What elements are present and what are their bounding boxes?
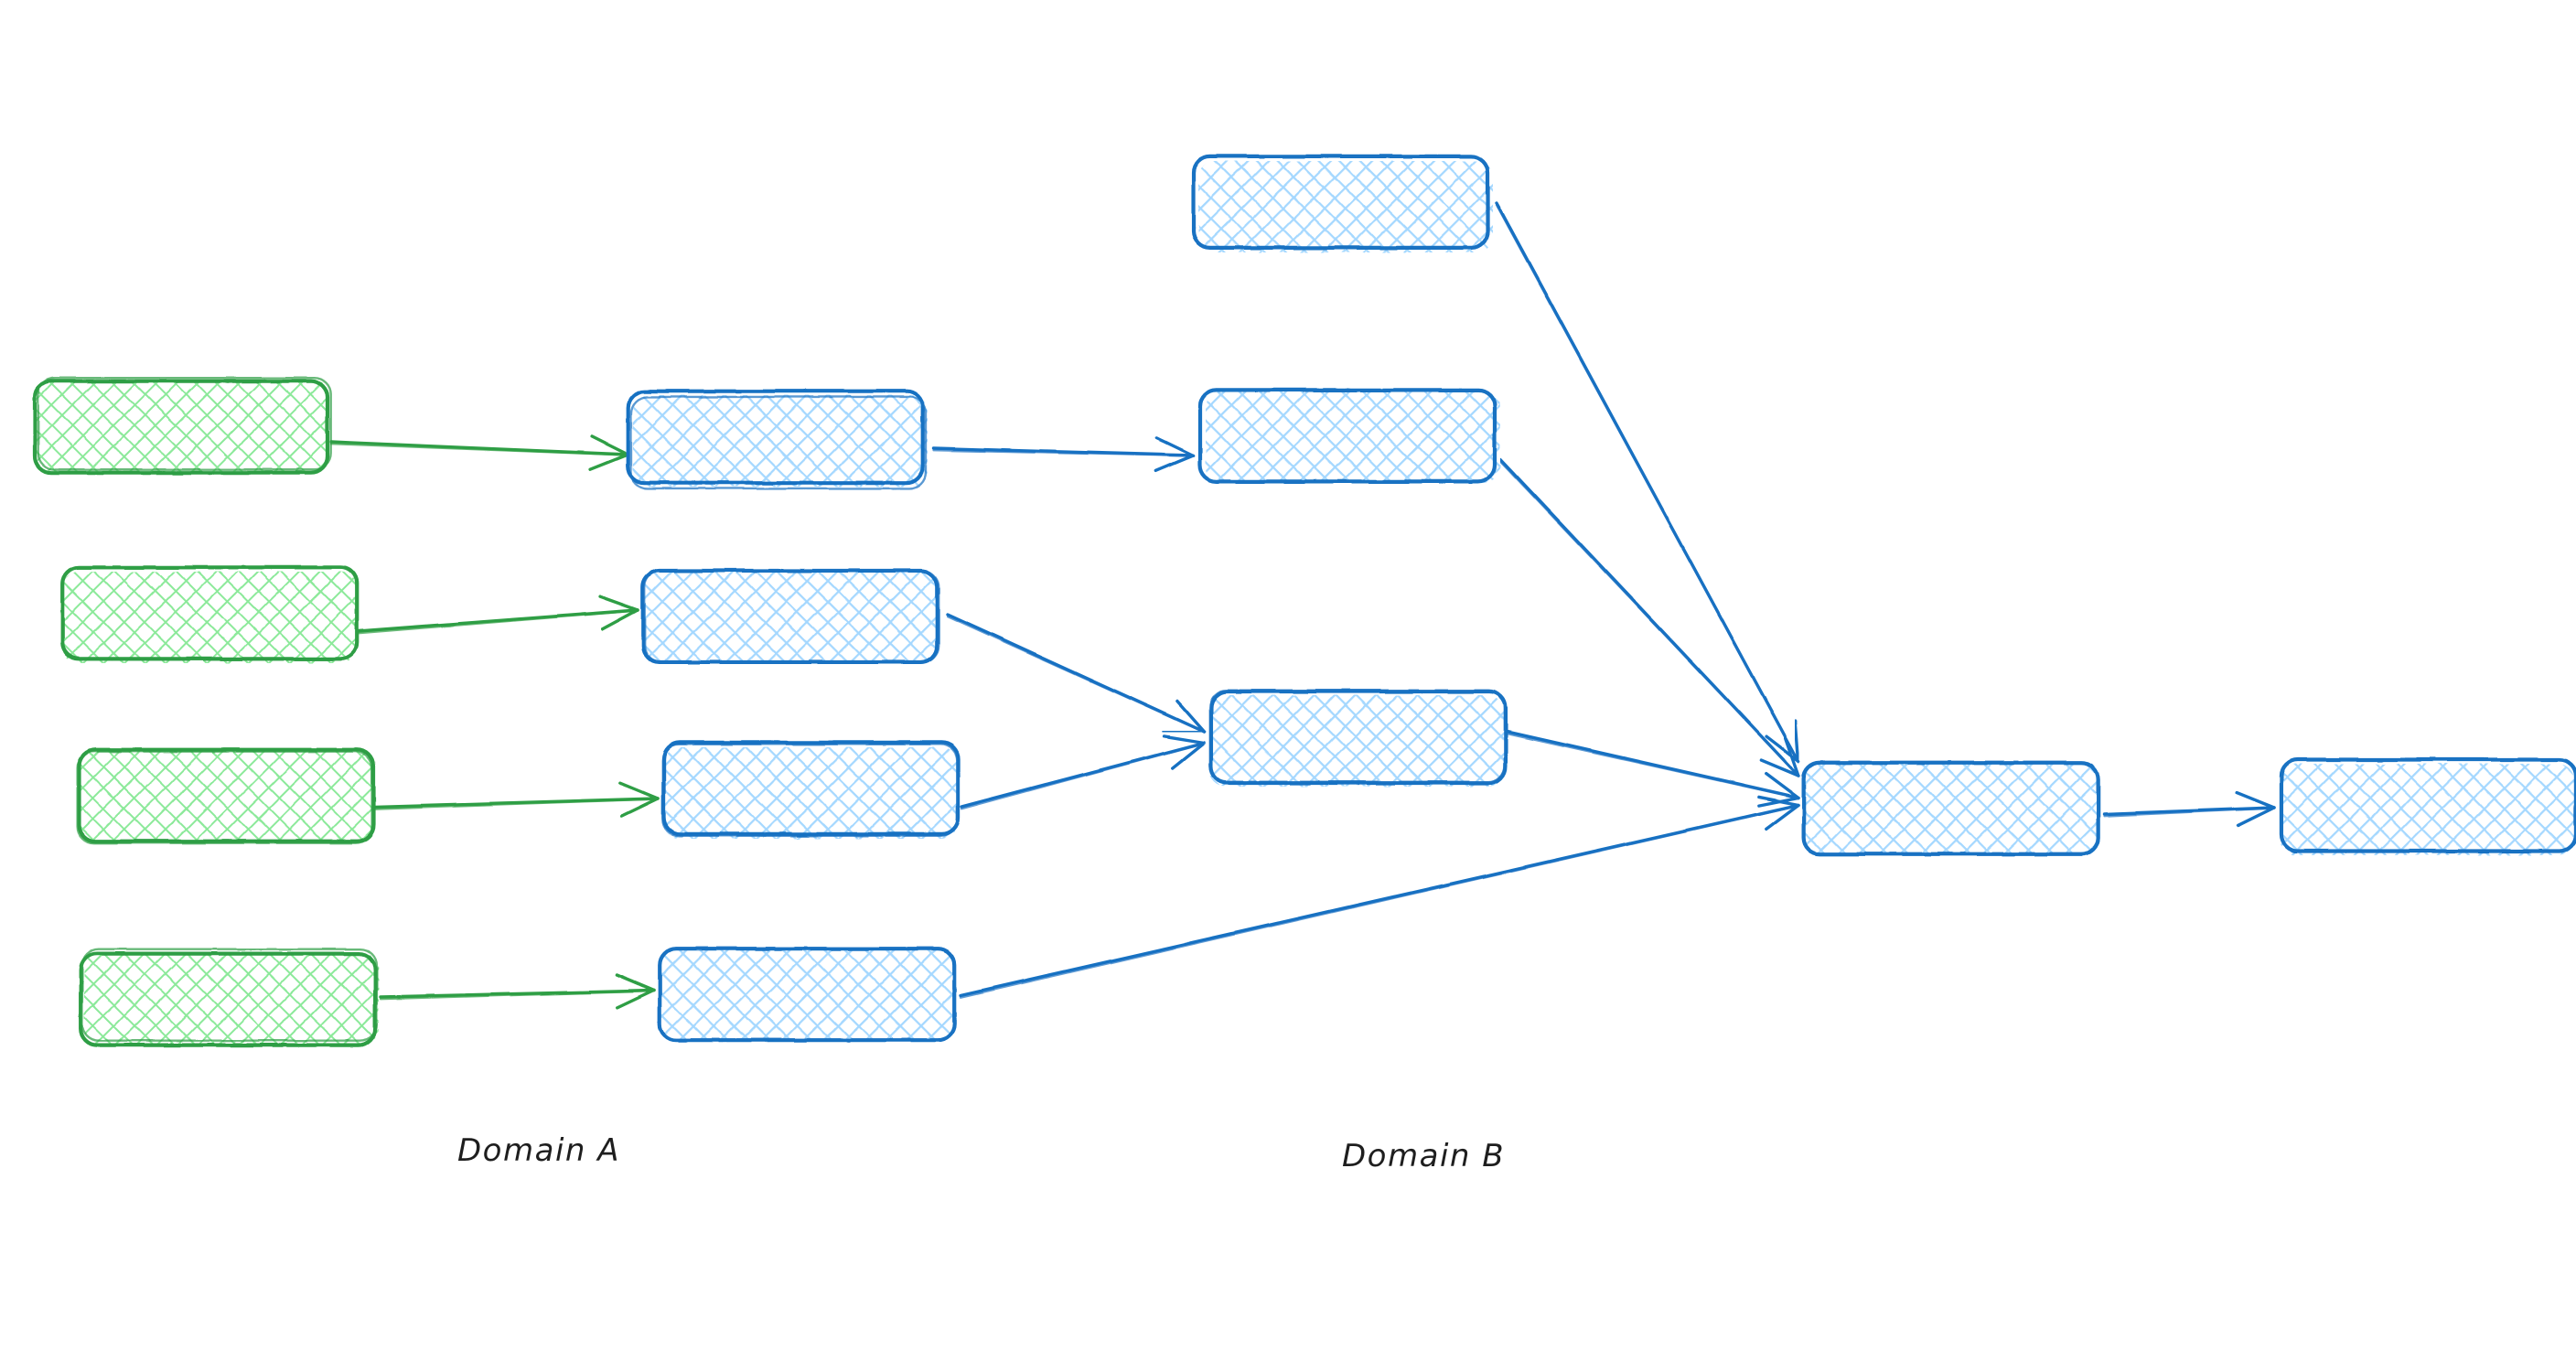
node-a-mid-2[interactable] [640, 568, 940, 665]
domain-b-label: Domain B [1342, 1138, 1506, 1174]
edge-a-src-4-to-a-mid-4 [379, 973, 656, 1010]
node-a-src-4[interactable] [79, 948, 379, 1047]
node-a-mid-3[interactable] [661, 740, 961, 839]
node-a-src-2[interactable] [60, 565, 360, 663]
edge-a-mid-4-to-b-merge [959, 795, 1800, 999]
node-a-mid-4[interactable] [658, 947, 957, 1043]
edge-a-mid-1-to-b-2 [931, 436, 1195, 473]
edge-a-src-2-to-a-mid-2 [357, 595, 639, 635]
domain-a-label: Domain A [457, 1132, 620, 1169]
node-a-src-1[interactable] [32, 377, 332, 475]
node-a-mid-1[interactable] [626, 389, 928, 490]
node-b-2[interactable] [1197, 388, 1500, 484]
node-b-3[interactable] [1208, 689, 1508, 787]
node-b-1[interactable] [1191, 154, 1493, 252]
nodes-layer [32, 154, 2576, 1047]
edge-b-1-to-b-merge [1495, 201, 1800, 763]
node-a-src-3[interactable] [76, 747, 376, 844]
edge-b-2-to-b-merge [1498, 457, 1800, 777]
edge-a-mid-2-to-b-3 [946, 613, 1206, 734]
edges-layer [329, 201, 2276, 1010]
node-b-merge[interactable] [1801, 760, 2100, 856]
edge-b-3-to-b-merge [1506, 730, 1800, 808]
edge-a-src-1-to-a-mid-1 [329, 434, 629, 471]
edge-b-merge-to-b-out [2102, 790, 2276, 828]
edge-a-mid-3-to-b-3 [960, 734, 1206, 810]
edge-a-src-3-to-a-mid-3 [373, 781, 660, 818]
node-b-out[interactable] [2279, 757, 2576, 855]
